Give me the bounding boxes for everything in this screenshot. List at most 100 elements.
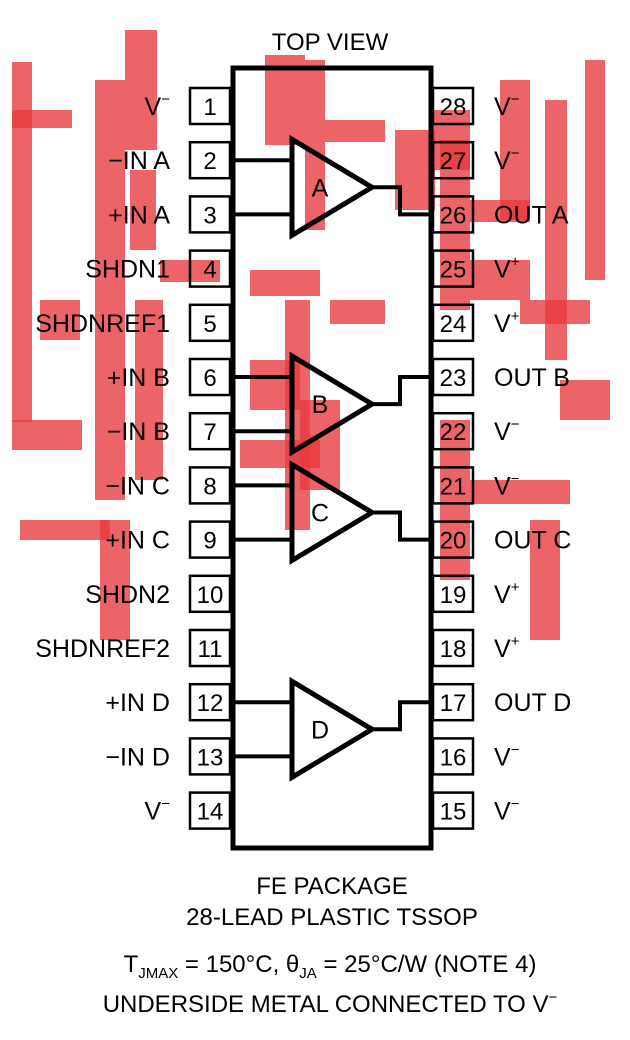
pin-number: 20 [440, 528, 467, 555]
pin-number: 27 [440, 148, 467, 175]
watermark-block [12, 62, 32, 422]
opamp-triangle [289, 134, 377, 240]
watermark-block [95, 80, 125, 500]
pin-1: 1 V− [145, 86, 232, 126]
pin-number: 17 [440, 690, 467, 717]
pin-number: 16 [440, 744, 467, 771]
pin-box [188, 357, 232, 397]
pin-label: +IN A [108, 201, 170, 229]
package-description: 28-LEAD PLASTIC TSSOP [186, 904, 478, 931]
amplifier-c: C [233, 460, 431, 565]
watermark-block [545, 100, 567, 360]
pin-label: V− [494, 796, 520, 826]
watermark-block [440, 140, 470, 310]
watermark-block [330, 300, 385, 324]
pin-box [188, 140, 232, 180]
watermark-block [305, 60, 325, 230]
watermark-block [250, 270, 320, 296]
underside-note: UNDERSIDE METAL CONNECTED TO V− [103, 989, 558, 1018]
pin-7: 7−IN B [107, 411, 232, 451]
pin-box [431, 140, 475, 180]
pin-box [188, 520, 232, 559]
pin-label: V− [494, 470, 520, 500]
pin-box [431, 791, 475, 830]
pin-label: V− [145, 796, 171, 826]
pin-number: 24 [440, 311, 467, 338]
pin-box [431, 195, 475, 234]
amplifier-b: B [233, 351, 431, 457]
watermark-block [470, 480, 570, 504]
pin-label: OUT B [494, 364, 570, 392]
pin-number: 19 [440, 582, 467, 609]
pin-label: V+ [494, 308, 520, 338]
pin-6: 6+IN B [107, 357, 232, 397]
pin-13: 13−IN D [105, 737, 232, 776]
amplifier-label: D [311, 716, 329, 744]
pin-label: SHDN2 [85, 581, 170, 609]
pin-number: 1 [203, 94, 216, 121]
watermark-block [12, 420, 82, 450]
pin-box [431, 411, 475, 451]
pin-number: 14 [197, 799, 224, 826]
pin-box [431, 574, 475, 614]
pin-10: 10 SHDN2 [85, 574, 232, 614]
output-wire [372, 700, 431, 732]
pin-8: 8−IN C [105, 466, 232, 505]
pin-number: 10 [197, 582, 224, 609]
pin-label: V− [145, 91, 171, 121]
pin-label: +IN D [105, 689, 170, 717]
pin-24: 24 V+ [431, 303, 520, 343]
pin-9: 9+IN C [105, 520, 232, 559]
pin-number: 6 [203, 365, 216, 392]
watermark-block [440, 420, 470, 580]
pin-number: 18 [440, 636, 467, 663]
watermark-block [12, 110, 72, 128]
pin-number: 25 [440, 257, 467, 284]
pin-number: 3 [203, 202, 216, 229]
watermark-block [130, 170, 156, 250]
watermark-block [520, 300, 590, 324]
pin-number: 2 [203, 148, 216, 175]
amplifier-d: D [233, 676, 431, 782]
watermark-block [325, 120, 385, 142]
watermark-block [20, 520, 110, 540]
pin-label: V− [494, 91, 520, 121]
pin-number: 5 [203, 311, 216, 338]
pin-label: SHDNREF1 [35, 310, 170, 338]
output-wire [372, 510, 431, 542]
pin-label: OUT C [494, 527, 571, 555]
amplifiers: A B C D [233, 134, 431, 782]
pin-label: −IN B [107, 418, 170, 446]
pin-box [431, 249, 475, 288]
pin-label: −IN A [108, 147, 170, 175]
pin-box [188, 682, 232, 722]
pin-label: V+ [494, 579, 520, 609]
pin-label: V− [494, 741, 520, 771]
pin-5: 5 SHDNREF1 [35, 303, 232, 343]
amplifier-label: B [312, 391, 329, 419]
pin-label: V+ [494, 633, 520, 663]
watermark-block [560, 380, 610, 420]
pin-label: −IN C [105, 472, 170, 500]
amplifier-label: A [312, 174, 329, 202]
package-body [230, 65, 434, 851]
watermark-block [40, 300, 80, 340]
pin-box [188, 628, 232, 668]
pin-label: OUT A [494, 201, 569, 229]
pin-label: +IN C [105, 527, 170, 555]
pin-14: 14 V− [145, 791, 232, 830]
pin-20: 20 OUT C [431, 520, 571, 559]
pin-box [431, 357, 475, 397]
pin-number: 15 [440, 799, 467, 826]
pin-box [188, 249, 232, 288]
thermal-spec: TJMAX = 150°C, θJA = 25°C/W (NOTE 4) [124, 951, 537, 982]
pin-box [188, 195, 232, 234]
opamp-triangle [289, 351, 377, 457]
